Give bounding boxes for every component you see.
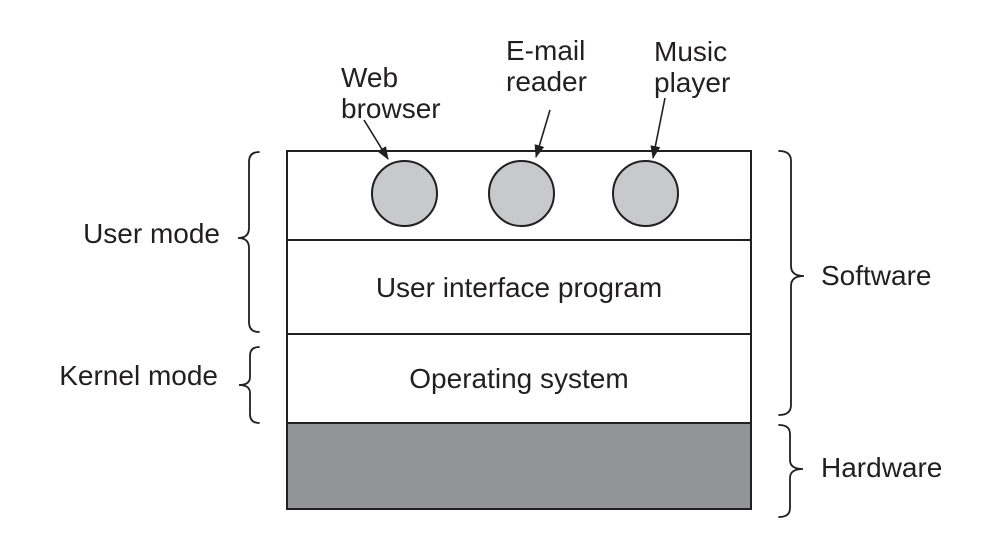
- email-reader-app-circle-icon: [488, 160, 555, 227]
- hardware-label: Hardware: [821, 452, 943, 483]
- music-player-arrow-icon: [650, 97, 666, 159]
- kernel-mode-brace-icon: [238, 346, 260, 424]
- email-reader-label: E-mail reader: [506, 35, 587, 97]
- user-interface-program-label: User interface program: [375, 271, 663, 303]
- software-brace-icon: [778, 150, 805, 416]
- operating-system-label: Operating system: [409, 363, 629, 394]
- web-browser-app-circle-icon: [371, 160, 438, 227]
- kernel-mode-label: Kernel mode: [59, 360, 218, 391]
- operating-system-row: Operating system: [288, 333, 750, 422]
- software-label: Software: [821, 260, 932, 291]
- user-mode-brace-icon: [237, 151, 260, 333]
- web-browser-label: Web browser: [341, 62, 441, 124]
- hardware-brace-icon: [778, 424, 804, 518]
- layers-box: User interface program Operating system: [286, 150, 752, 510]
- music-player-app-circle-icon: [612, 160, 679, 227]
- music-player-label: Music player: [654, 36, 731, 98]
- user-mode-label: User mode: [83, 218, 220, 249]
- hardware-row: [288, 422, 750, 508]
- user-interface-program-row: User interface program: [288, 239, 750, 333]
